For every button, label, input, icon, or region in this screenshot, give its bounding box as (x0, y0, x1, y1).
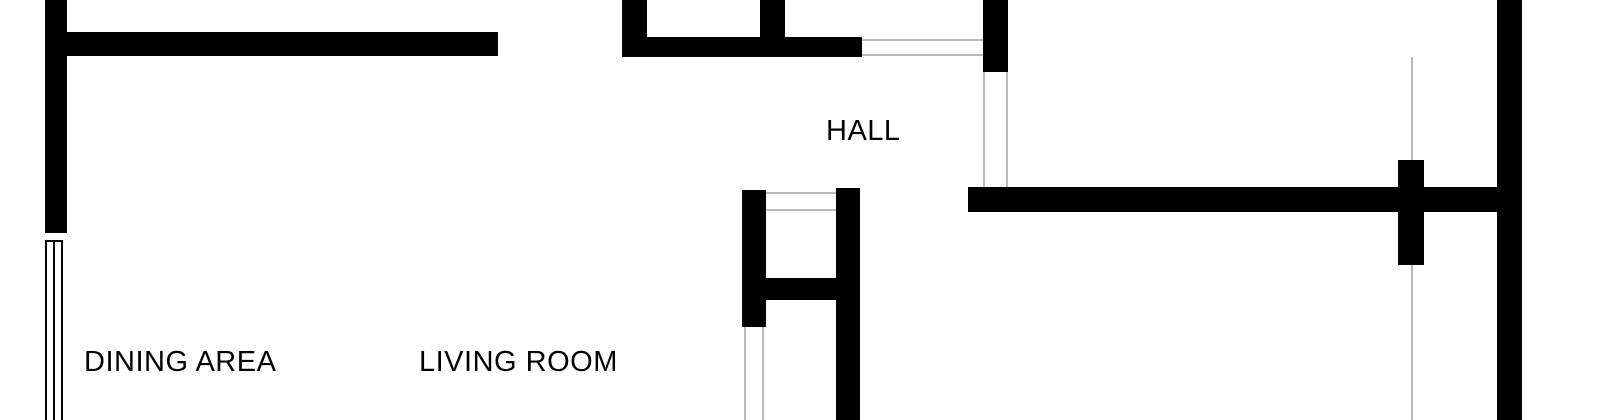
room-label-dining-area: DINING AREA (84, 346, 277, 378)
wall-right-vertical (1497, 0, 1522, 420)
wall-top-vertical-3 (983, 0, 1008, 72)
opening-top-line-upper (862, 39, 983, 41)
opening-top-line-lower (862, 54, 983, 56)
wall-right-cross-vertical (1398, 160, 1424, 265)
opening-right-line-upper (1411, 57, 1413, 160)
opening-mid-line-upper (766, 192, 836, 194)
wall-top-left-horizontal (45, 32, 498, 56)
wall-mid-horizontal (742, 278, 836, 300)
opening-below-line-left (744, 327, 746, 420)
room-label-hall: HALL (826, 115, 901, 147)
wall-mid-vertical-left (742, 190, 766, 327)
wall-left-vertical (45, 0, 67, 233)
opening-hall-line-right (1006, 72, 1008, 187)
opening-right-line-lower (1411, 265, 1413, 420)
opening-below-line-right (762, 327, 764, 420)
room-label-living-room: LIVING ROOM (419, 346, 618, 378)
wall-top-mid-vertical-2 (760, 0, 785, 57)
window-left (45, 240, 63, 420)
window-pane-line (53, 242, 55, 420)
wall-top-mid-horizontal (622, 37, 862, 57)
opening-hall-line-left (983, 72, 985, 187)
wall-mid-vertical-right (836, 188, 860, 420)
opening-mid-line-lower (766, 209, 836, 211)
wall-hall-horizontal (968, 187, 1522, 212)
